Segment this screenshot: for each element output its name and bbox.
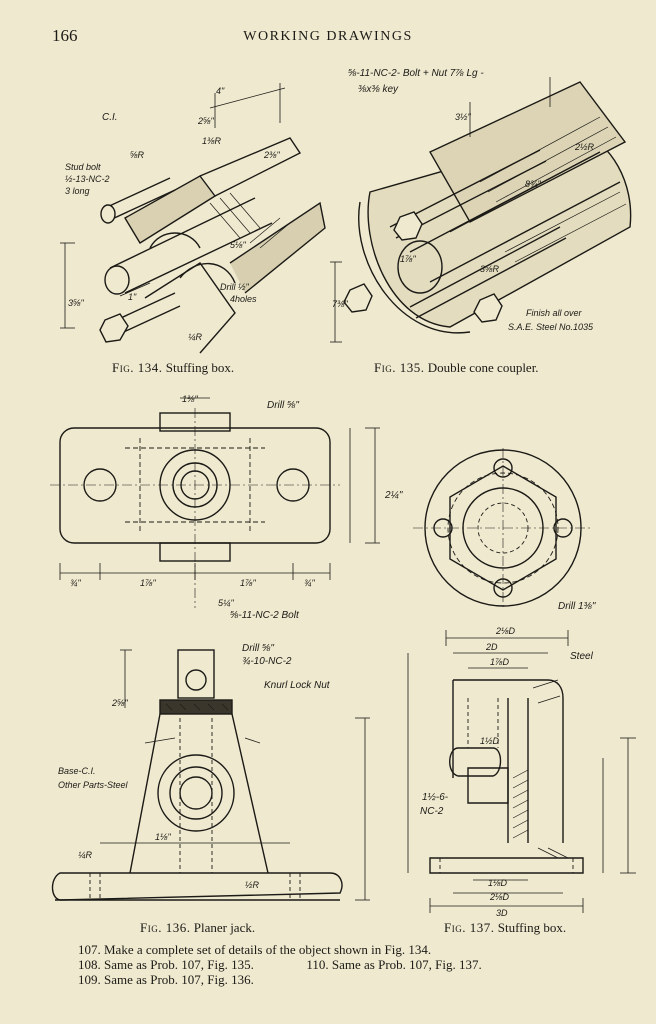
page-number: 166: [52, 26, 78, 45]
fig136-bolt-note: ⅝-11-NC-2 Bolt: [230, 610, 300, 621]
fig137-thread-1: 1½-6-: [422, 792, 449, 803]
fig136-drill-top: Drill ⅝": [267, 400, 299, 411]
fig137-dim-5: 1⅛D: [488, 878, 508, 888]
problem-list: 107. Make a complete set of details of t…: [78, 942, 482, 987]
fig137-dim-3: 1⅞D: [490, 657, 510, 667]
fig134-title: Stuffing box.: [165, 360, 235, 375]
fig137-label: Fig. 137.: [444, 920, 495, 935]
fig134-stud-note-1: Stud bolt: [65, 162, 101, 172]
problem-text: Make a complete set of details of the ob…: [104, 942, 432, 957]
fig134-drill-note: Drill ½": [220, 282, 250, 292]
fig136-dim-w4: ¾": [304, 578, 316, 588]
fig137-thread-2: NC-2: [420, 806, 444, 817]
problem-number: 109.: [78, 972, 101, 987]
fig134-dim-3: 1⅜R: [202, 136, 222, 146]
fig135-dim-1: 3½": [455, 112, 472, 122]
fig134-stud-note-3: 3 long: [65, 186, 90, 196]
fig135-dim-4: 3⅝R: [480, 264, 500, 274]
problem-number: 107.: [78, 942, 101, 957]
problem-text: Same as Prob. 107, Fig. 135.: [104, 957, 254, 972]
fig136-caption: Fig. 136. Planer jack.: [140, 920, 255, 936]
fig136-dim-w3: 1⅞": [240, 578, 257, 588]
fig135-label: Fig. 135.: [374, 360, 425, 375]
fig135-dim-6: 1⅞": [400, 254, 417, 264]
fig136-dim-w2: 1⅞": [140, 578, 157, 588]
fig134-r-small: ¼R: [188, 332, 203, 342]
problem-item: 109. Same as Prob. 107, Fig. 136.: [78, 972, 482, 987]
fig136-r1: ¼R: [78, 850, 93, 860]
fig135-key-note: ⅜x⅜ key: [358, 84, 399, 95]
problem-item: 108. Same as Prob. 107, Fig. 135. 110. S…: [78, 957, 482, 972]
fig135-steel-note: S.A.E. Steel No.1035: [508, 322, 594, 332]
fig134-dim-2: 2⅝": [197, 116, 215, 126]
fig136-r2: ½R: [245, 880, 260, 890]
fig134-dim-6: 1": [128, 292, 137, 302]
problem-number: 110.: [306, 957, 329, 972]
fig135-caption: Fig. 135. Double cone coupler.: [374, 360, 539, 376]
fig137-dim-7: 3D: [496, 908, 508, 918]
fig137-dim-1: 2⅛D: [495, 626, 516, 636]
fig135-bolt-note: ⅝-11-NC-2- Bolt + Nut 7⅞ Lg -: [348, 68, 484, 79]
fig134-drawing: C.I. Stud bolt ½-13-NC-2 3 long Drill ½"…: [60, 83, 326, 354]
fig137-steel-note: Steel: [570, 651, 594, 662]
fig134-dim-8: ⅝R: [130, 150, 145, 160]
fig135-dim-2: 2½R: [574, 142, 595, 152]
running-title: WORKING DRAWINGS: [243, 29, 413, 44]
fig135-finish-note: Finish all over: [526, 308, 583, 318]
problem-item: 107. Make a complete set of details of t…: [78, 942, 482, 957]
fig136-thread-note: ¾-10-NC-2: [242, 656, 292, 667]
fig137-title: Stuffing box.: [497, 920, 567, 935]
fig137-drill-note: Drill 1⅜": [558, 601, 596, 612]
fig137-caption: Fig. 137. Stuffing box.: [444, 920, 566, 936]
fig136-dim-top: 1⅜": [182, 394, 199, 404]
fig137-dim-4: 1½D: [480, 736, 500, 746]
fig136-other-note: Other Parts-Steel: [58, 780, 129, 790]
fig136-drawing: Drill ⅝" 1⅜" 2¼" ¾" 1⅞" 1⅞" ¾" 5¼" ⅝-11-…: [50, 394, 403, 901]
fig134-caption: Fig. 134. Stuffing box.: [112, 360, 234, 376]
fig135-dim-3: 8¾": [525, 179, 542, 189]
fig134-dim-7: 5⅛": [230, 240, 247, 250]
fig135-drawing: ⅝-11-NC-2- Bolt + Nut 7⅞ Lg - ⅜x⅜ key Fi…: [330, 68, 632, 343]
fig136-title: Planer jack.: [193, 920, 256, 935]
fig136-dim-w1: ¾": [70, 578, 82, 588]
fig136-base-note: Base-C.I.: [58, 766, 96, 776]
fig136-dim-tall: 2⅝": [111, 698, 129, 708]
fig134-material-note: C.I.: [102, 112, 118, 123]
fig134-dim-5: 3⅝": [68, 298, 85, 308]
fig137-drawing: Drill 1⅜" Steel 1½-6- NC-2 2⅛D 2D 1⅞D 1½…: [407, 448, 636, 918]
fig134-dim-4: 2⅜": [263, 150, 281, 160]
problem-text: Same as Prob. 107, Fig. 137.: [331, 957, 482, 972]
fig134-stud-note-2: ½-13-NC-2: [65, 174, 110, 184]
fig134-label: Fig. 134.: [112, 360, 163, 375]
fig137-dim-6: 2⅛D: [489, 892, 510, 902]
problem-text: Same as Prob. 107, Fig. 136.: [104, 972, 254, 987]
fig134-dim-1: 4": [216, 86, 225, 96]
fig134-holes-note: 4holes: [230, 294, 257, 304]
fig136-drill-small: Drill ⅝": [242, 643, 274, 654]
fig135-title: Double cone coupler.: [427, 360, 539, 375]
fig136-dim-height: 2¼": [384, 489, 403, 501]
fig135-dim-5: 7⅜": [332, 299, 349, 309]
fig136-bolt-len: 5¼": [218, 598, 235, 608]
fig136-knurl-note: Knurl Lock Nut: [264, 680, 331, 691]
fig137-dim-2: 2D: [485, 642, 498, 652]
fig136-dim-side: 1⅛": [155, 832, 172, 842]
problem-number: 108.: [78, 957, 101, 972]
fig136-label: Fig. 136.: [140, 920, 191, 935]
